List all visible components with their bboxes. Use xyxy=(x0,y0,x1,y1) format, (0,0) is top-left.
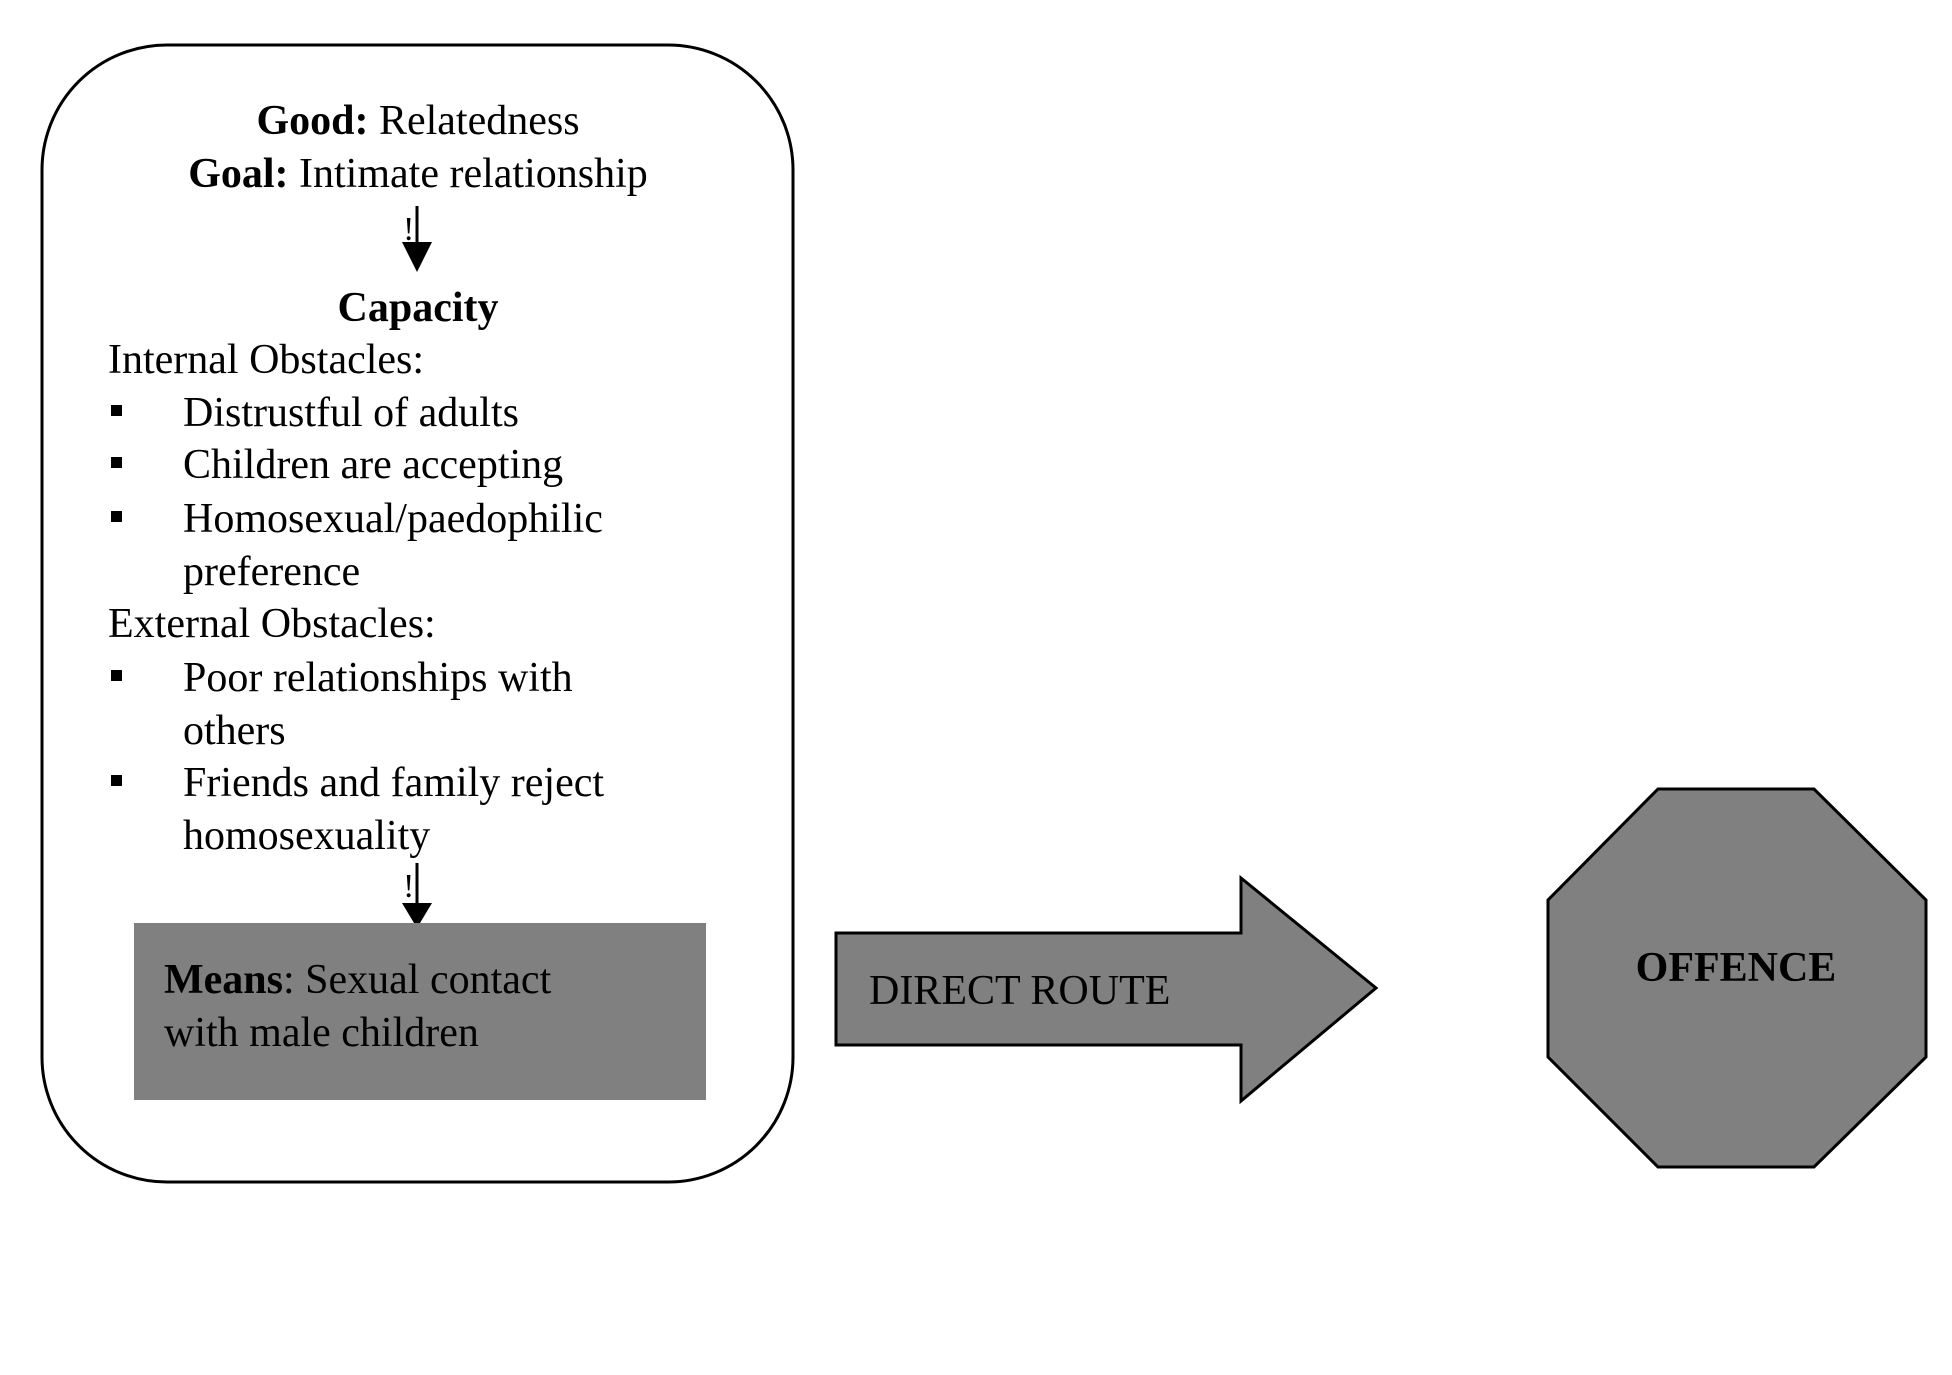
svg-text:preference: preference xyxy=(183,549,360,595)
svg-text:Homosexual/paedophilic: Homosexual/paedophilic xyxy=(183,496,603,542)
bullet-icon xyxy=(111,670,122,681)
external-obstacles-heading: External Obstacles: xyxy=(108,601,436,647)
svg-text:Poor relationships with: Poor relationships with xyxy=(183,655,573,701)
internal-obstacles-heading: Internal Obstacles: xyxy=(108,337,424,383)
bullet-icon xyxy=(111,511,122,522)
bullet-icon xyxy=(111,775,122,786)
means-line-1: Means: Sexual contact xyxy=(164,957,552,1003)
good-line: Good: Relatedness xyxy=(256,98,579,144)
bullet-icon xyxy=(111,405,122,416)
goal-line: Goal: Intimate relationship xyxy=(188,151,648,197)
means-line-2: with male children xyxy=(164,1010,479,1056)
svg-text:Children are accepting: Children are accepting xyxy=(183,442,563,488)
bullet-icon xyxy=(111,457,122,468)
svg-text:Distrustful of adults: Distrustful of adults xyxy=(183,390,519,436)
svg-text:Friends and family reject: Friends and family reject xyxy=(183,760,604,806)
offence-label: OFFENCE xyxy=(1636,945,1837,991)
direct-route-label: DIRECT ROUTE xyxy=(869,968,1170,1014)
svg-text:others: others xyxy=(183,708,286,754)
svg-text:!: ! xyxy=(403,868,414,905)
svg-text:homosexuality: homosexuality xyxy=(183,813,430,859)
capacity-heading: Capacity xyxy=(338,285,499,331)
